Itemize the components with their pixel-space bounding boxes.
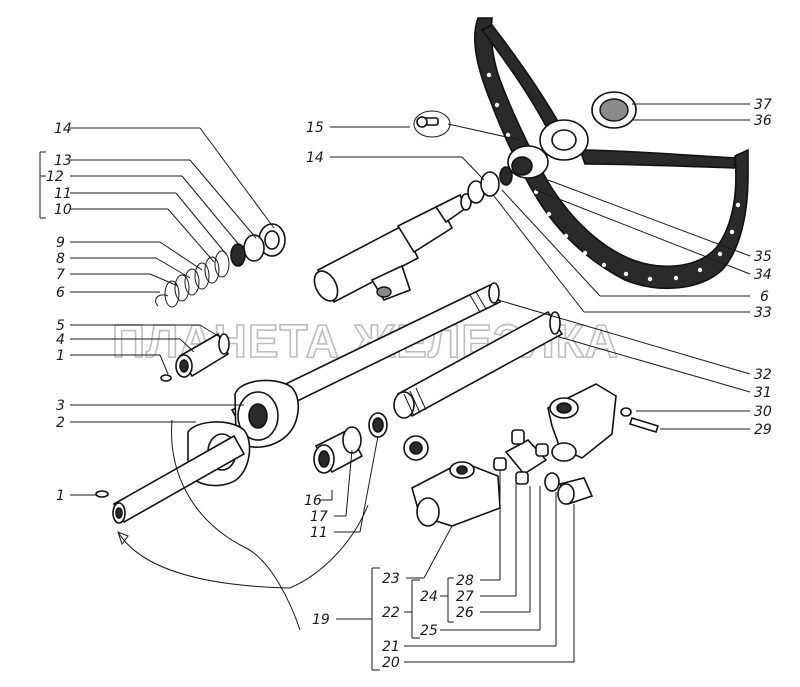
callout-34: 34 <box>754 267 772 283</box>
callout-20: 20 <box>382 655 400 671</box>
callout-30: 30 <box>754 404 772 420</box>
screw-15 <box>413 110 451 138</box>
callout-labels: 14 13 12 11 10 9 8 7 6 5 4 1 3 2 1 15 14… <box>46 97 772 671</box>
pin-1 <box>95 490 109 498</box>
bushing <box>160 332 230 382</box>
callout-9: 9 <box>56 235 65 251</box>
callout-37: 37 <box>754 97 772 113</box>
callout-33: 33 <box>754 305 772 321</box>
callout-28: 28 <box>456 573 474 589</box>
callout-6-right: 6 <box>760 289 769 305</box>
callout-11-left: 11 <box>54 186 72 202</box>
callout-14-right: 14 <box>306 150 324 166</box>
callout-12: 12 <box>46 169 64 185</box>
callout-10: 10 <box>54 202 72 218</box>
callout-17: 17 <box>310 509 328 525</box>
callout-16: 16 <box>304 493 322 509</box>
callout-1-lower: 1 <box>56 488 65 504</box>
callout-35: 35 <box>754 249 772 265</box>
callout-11-lower: 11 <box>310 525 328 541</box>
callout-31: 31 <box>754 385 772 401</box>
callout-6-left: 6 <box>56 285 65 301</box>
callout-23: 23 <box>382 571 400 587</box>
callout-29: 29 <box>754 422 772 438</box>
callout-4: 4 <box>56 332 65 348</box>
yoke-23 <box>411 461 501 527</box>
callout-19: 19 <box>312 612 330 628</box>
callout-27: 27 <box>456 589 474 605</box>
steering-wheel <box>473 17 749 290</box>
lower-shaft <box>112 434 246 524</box>
callout-5: 5 <box>56 318 65 334</box>
callout-26: 26 <box>456 605 474 621</box>
bushing-16-17-11 <box>313 412 429 474</box>
callout-22: 22 <box>382 605 400 621</box>
bearing-cup <box>544 472 594 505</box>
column-tube <box>313 193 472 304</box>
callout-13: 13 <box>54 153 72 169</box>
callout-21: 21 <box>382 639 400 655</box>
leader-lines <box>39 103 751 671</box>
callout-32: 32 <box>754 367 772 383</box>
splined-shaft <box>393 310 564 419</box>
spring-stack <box>155 223 286 308</box>
callout-25: 25 <box>420 623 438 639</box>
yoke-30 <box>547 383 660 462</box>
upper-rings <box>467 166 513 204</box>
callout-7: 7 <box>56 267 65 283</box>
callout-8: 8 <box>56 251 65 267</box>
callout-3: 3 <box>56 398 65 414</box>
callout-36: 36 <box>754 113 772 129</box>
callout-1-upper: 1 <box>56 348 65 364</box>
callout-14-left: 14 <box>54 121 72 137</box>
callout-2: 2 <box>56 415 65 431</box>
callout-24: 24 <box>420 589 438 605</box>
callout-15: 15 <box>306 120 324 136</box>
cross-spider <box>493 429 549 485</box>
